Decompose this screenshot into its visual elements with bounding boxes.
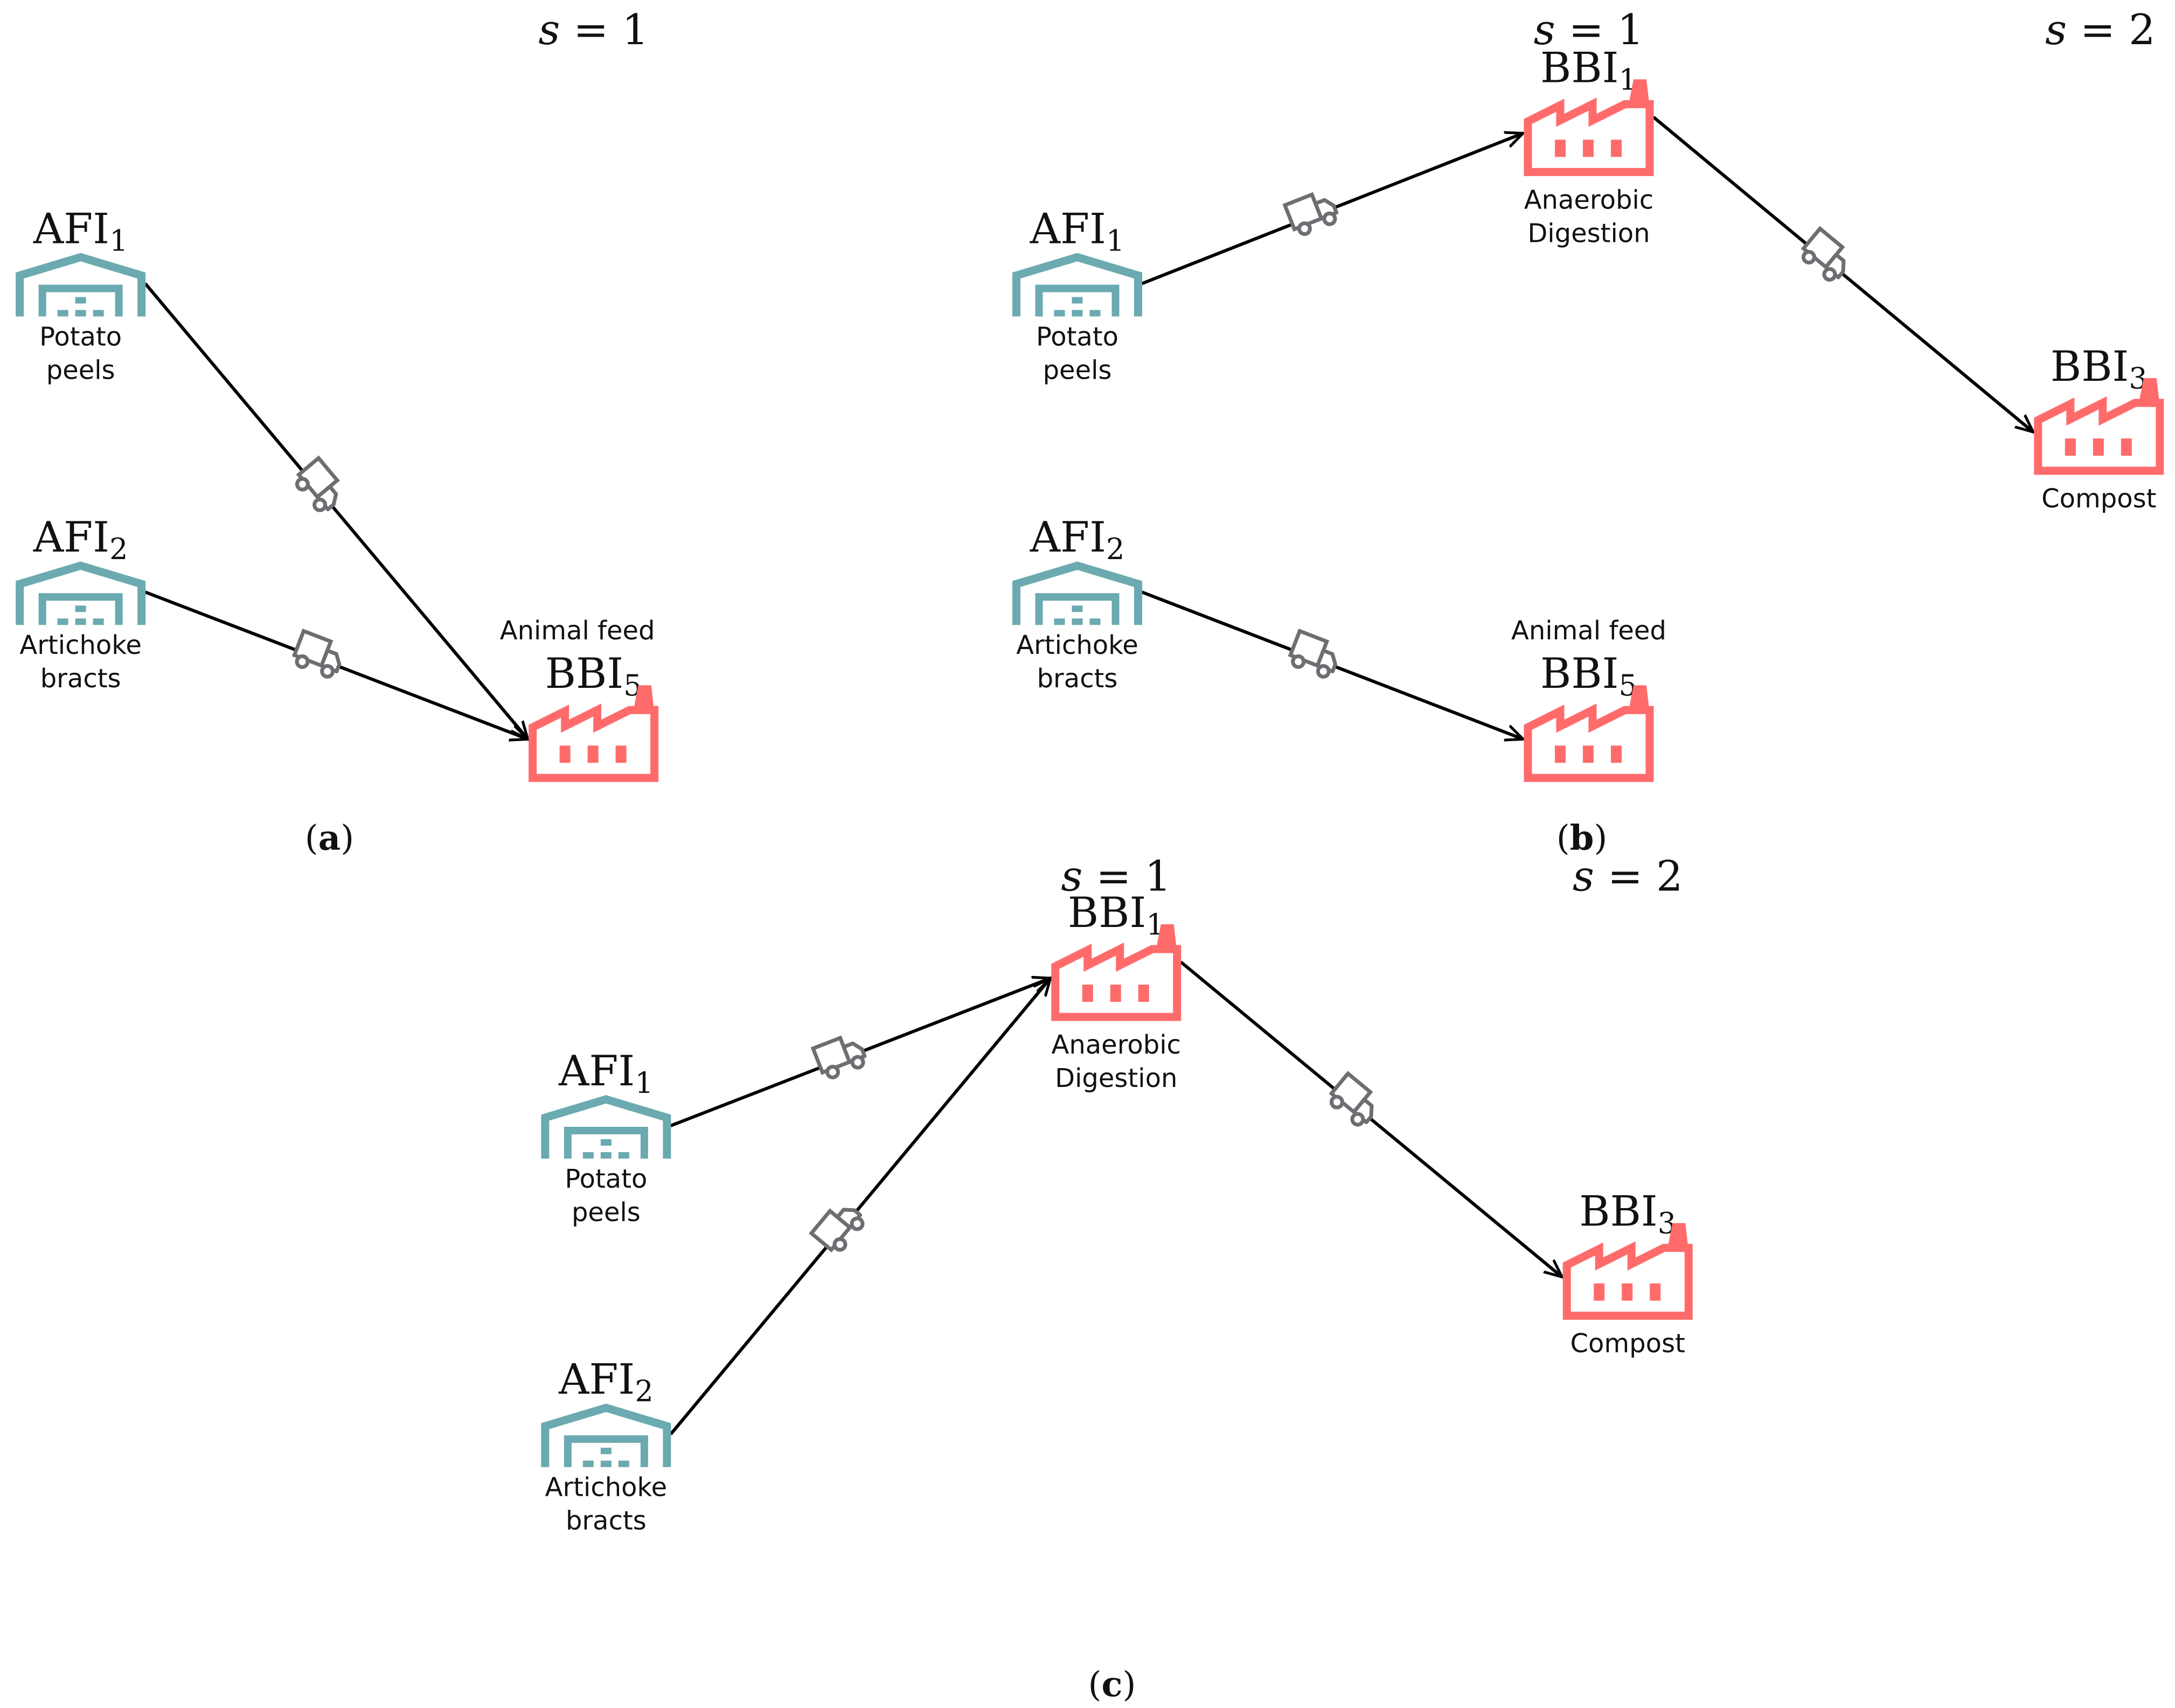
panel-label: (a) — [305, 818, 354, 859]
flow-arrow-afi2-bbi1 — [669, 978, 1051, 1435]
truck-icon — [1329, 1071, 1374, 1127]
stage-label: s = 1 — [1534, 6, 1644, 54]
stage-label: s = 1 — [1061, 852, 1171, 901]
node-id-label: AFI1 — [1030, 205, 1125, 257]
node-id-label: BBI3 — [2051, 343, 2148, 395]
node-caption: Compost — [2041, 484, 2156, 514]
factory-icon — [2034, 378, 2164, 475]
truck-icon — [810, 1035, 867, 1079]
factory-icon — [1051, 924, 1182, 1021]
truck-icon — [1801, 226, 1846, 282]
warehouse-icon — [16, 253, 146, 317]
warehouse-icon — [541, 1403, 671, 1467]
node-id-label: AFI1 — [33, 205, 128, 257]
flow-arrow-afi1-bbi5 — [144, 282, 528, 739]
node-bbi5: BBI5 Animal feed — [500, 616, 659, 782]
factory-icon — [1562, 1223, 1693, 1320]
panel-label: (b) — [1556, 818, 1608, 859]
stage-label: s = 1 — [538, 6, 649, 54]
warehouse-icon — [1012, 253, 1142, 317]
truck-icon — [295, 455, 340, 512]
truck-icon — [809, 1208, 865, 1253]
truck-icon — [1288, 628, 1337, 679]
node-caption: Animal feed — [1511, 616, 1666, 646]
node-caption: Compost — [1571, 1329, 1685, 1359]
factory-icon — [529, 685, 659, 782]
node-id-label: BBI5 — [545, 650, 642, 702]
warehouse-icon — [1012, 561, 1142, 625]
stage-label: s = 2 — [1573, 852, 1683, 901]
node-bbi5: BBI5 Animal feed — [1511, 616, 1666, 782]
node-id-label: AFI2 — [558, 1356, 654, 1409]
node-id-label: BBI5 — [1540, 650, 1637, 702]
factory-icon — [1524, 685, 1654, 782]
panel-label: (c) — [1088, 1664, 1136, 1705]
node-id-label: AFI2 — [1030, 513, 1125, 566]
warehouse-icon — [16, 561, 146, 625]
stage-label: s = 2 — [2045, 6, 2156, 54]
warehouse-icon — [541, 1095, 671, 1159]
node-id-label: AFI1 — [558, 1047, 654, 1100]
node-id-label: AFI2 — [33, 513, 128, 566]
node-caption: Animal feed — [500, 616, 655, 646]
truck-icon — [291, 629, 342, 679]
node-id-label: BBI3 — [1579, 1188, 1676, 1240]
flow-arrow-bbi1-bbi3 — [1179, 960, 1562, 1277]
factory-icon — [1524, 79, 1654, 176]
truck-icon — [1282, 192, 1339, 236]
flow-arrow-bbi1-bbi3 — [1652, 116, 2033, 432]
